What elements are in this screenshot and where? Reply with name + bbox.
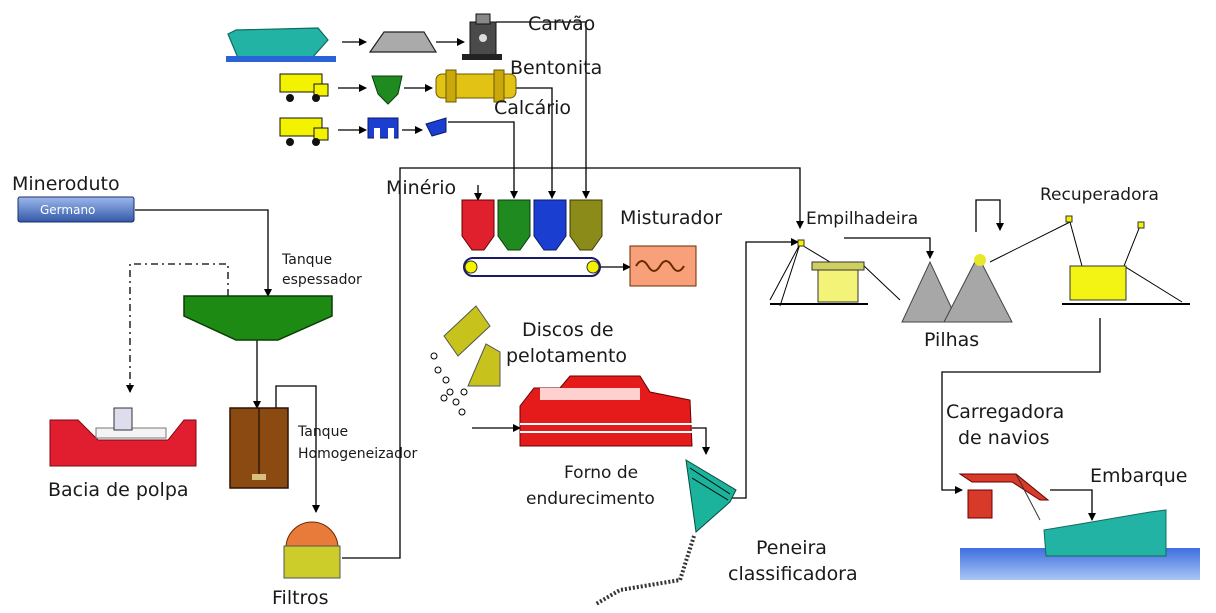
label-embarque: Embarque	[1090, 465, 1188, 487]
label-tanque-homog-1: Tanque	[297, 424, 348, 440]
mixing-bins	[461, 199, 603, 251]
label-empilhadeira: Empilhadeira	[806, 209, 918, 229]
label-peneira-1: Peneira	[756, 537, 827, 559]
truck-calcario	[279, 117, 329, 146]
label-filtros: Filtros	[272, 587, 328, 609]
furnace	[519, 375, 693, 447]
label-pilhas: Pilhas	[924, 329, 979, 351]
label-calcario: Calcário	[494, 97, 571, 119]
label-carregadora-1: Carregadora	[946, 401, 1064, 423]
conveyor-roller-left	[464, 260, 478, 274]
calcario-crusher	[367, 117, 399, 140]
stockpiles	[901, 254, 1013, 323]
bentonita-mill	[435, 69, 517, 103]
ship-loader	[958, 473, 1050, 521]
label-tanque-espessador-1: Tanque	[281, 252, 332, 268]
label-germano: Germano	[40, 203, 95, 217]
label-discos-2: pelotamento	[506, 345, 627, 367]
bentonita-hopper	[371, 75, 403, 105]
label-discos-1: Discos de	[522, 319, 614, 341]
label-recuperadora: Recuperadora	[1040, 185, 1159, 205]
label-bentonita: Bentonita	[510, 57, 602, 79]
labels: Carvão Bentonita Calcário Mineroduto Ger…	[12, 13, 1188, 609]
thickener	[183, 295, 333, 341]
mixer	[629, 245, 697, 287]
ship-top	[226, 27, 336, 62]
label-mineroduto: Mineroduto	[12, 173, 120, 195]
stacker	[769, 239, 901, 307]
label-tanque-homog-2: Homogeneizador	[298, 446, 418, 462]
label-forno-2: endurecimento	[526, 489, 655, 509]
label-forno-1: Forno de	[564, 463, 638, 483]
label-bacia: Bacia de polpa	[48, 479, 189, 501]
pelletizing-discs	[443, 305, 501, 387]
pellet-stream	[430, 352, 468, 416]
truck-bentonita	[279, 73, 329, 102]
label-tanque-espessador-2: espessador	[282, 272, 362, 288]
ship-bottom	[1043, 509, 1167, 557]
filter	[283, 521, 341, 579]
screen	[685, 459, 737, 533]
coal-pile	[368, 31, 438, 53]
label-carvao: Carvão	[528, 13, 595, 35]
conveyor-roller-right	[586, 260, 600, 274]
reclaimer	[989, 215, 1190, 305]
calcario-mill	[425, 117, 447, 137]
pipeline-box	[17, 196, 135, 223]
label-peneira-2: classificadora	[728, 563, 858, 585]
tank-homogenizer	[229, 407, 289, 489]
label-carregadora-2: de navios	[958, 427, 1050, 449]
label-minerio: Minério	[386, 177, 456, 199]
flow-lines	[126, 21, 1101, 559]
label-misturador: Misturador	[620, 207, 722, 229]
fines-stream	[594, 535, 696, 606]
conveyor	[463, 257, 601, 277]
pond	[49, 407, 197, 467]
coal-mill	[462, 13, 502, 60]
